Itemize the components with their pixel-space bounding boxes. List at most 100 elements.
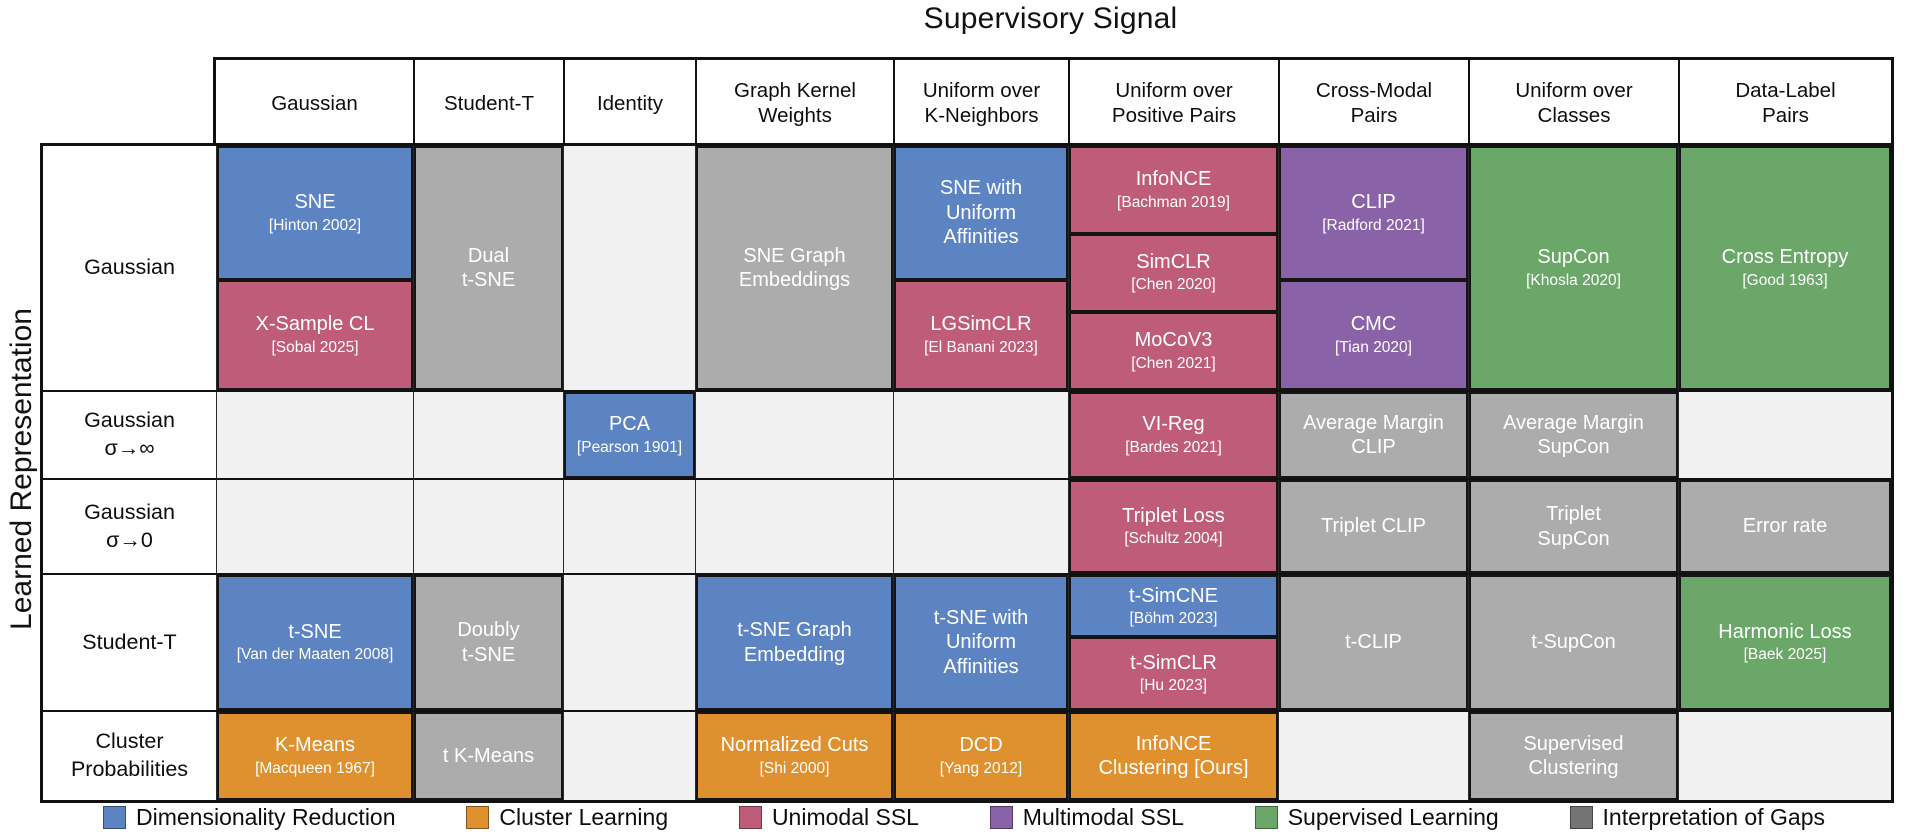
cell-gaussian-data-label-pairs: Cross Entropy[Good 1963] (1678, 146, 1891, 390)
empty-cell (1278, 712, 1468, 800)
legend-item-multimodal-ssl: Multimodal SSL (989, 803, 1184, 831)
method-name: SNE Graph Embeddings (738, 244, 851, 291)
method-name: Doubly t-SNE (457, 619, 520, 666)
legend-label: Interpretation of Gaps (1602, 803, 1825, 830)
column-header-graph-kernel-weights: Graph Kernel Weights (695, 60, 893, 146)
legend-item-unimodal-ssl: Unimodal SSL (738, 804, 919, 831)
method-name: Triplet SupCon (1537, 503, 1610, 550)
method-average-margin-supcon: Average Margin SupCon (1469, 392, 1678, 478)
method-name: t-SNE (288, 620, 342, 643)
method-t-clip: t-CLIP (1279, 575, 1468, 710)
cell-cluster-probabilities-uniform-over-positive-pairs: InfoNCE Clustering [Ours] (1068, 712, 1278, 800)
empty-cell (1678, 392, 1891, 478)
method-t-simclr: t-SimCLR [Hu 2023] (1069, 637, 1278, 710)
method-clip: CLIP [Radford 2021] (1279, 146, 1468, 280)
empty-cell (413, 480, 563, 573)
row-label-gaussian-0: Gaussian σ→0 (43, 480, 216, 573)
cell-student-t-cross-modal-pairs: t-CLIP (1278, 575, 1468, 710)
cell-cluster-probabilities-uniform-over-k-neighbors: DCD[Yang 2012] (893, 712, 1068, 800)
method-name: InfoNCE Clustering [Ours] (1098, 732, 1249, 779)
legend-swatch-dimensionality-reduction (103, 805, 126, 829)
method-citation: [Schultz 2004] (1124, 530, 1223, 548)
method-name: Dual t-SNE (461, 244, 516, 291)
method-name: t-SimCNE (1129, 584, 1218, 607)
cell-gaussian-0-data-label-pairs: Error rate (1678, 480, 1891, 573)
method-citation: [Sobal 2025] (271, 338, 359, 356)
empty-cell (893, 480, 1068, 573)
legend-label: Dimensionality Reduction (136, 803, 396, 830)
method-name: VI-Reg (1142, 413, 1205, 436)
method-name: t-SNE with Uniform Affinities (933, 606, 1029, 678)
method-citation: [Yang 2012] (939, 759, 1023, 777)
method-doubly-t-sne: Doubly t-SNE (414, 575, 563, 710)
method-name: Supervised Clustering (1523, 732, 1624, 779)
empty-cell (413, 392, 563, 478)
column-header-data-label-pairs: Data-Label Pairs (1678, 60, 1891, 146)
method-name: Harmonic Loss (1718, 620, 1852, 643)
method-citation: [Bachman 2019] (1117, 193, 1230, 211)
empty-cell (563, 575, 695, 710)
method-triplet-clip: Triplet CLIP (1279, 480, 1468, 573)
method-sne-with-uniform-affinities: SNE with Uniform Affinities (894, 146, 1068, 280)
method-citation: [Radford 2021] (1322, 216, 1425, 234)
method-name: SNE (294, 191, 336, 214)
empty-cell (1678, 712, 1891, 800)
column-header-uniform-over-classes: Uniform over Classes (1468, 60, 1678, 146)
cell-cluster-probabilities-graph-kernel-weights: Normalized Cuts[Shi 2000] (695, 712, 893, 800)
method-name: InfoNCE (1135, 168, 1212, 191)
method-name: Triplet Loss (1122, 504, 1225, 527)
method-name: K-Means (274, 734, 356, 757)
method-t-sne-graph-embedding: t-SNE Graph Embedding (696, 575, 893, 710)
method-t-simcne: t-SimCNE [Böhm 2023] (1069, 575, 1278, 638)
empty-cell (893, 392, 1068, 478)
method-name: t-SNE Graph Embedding (737, 619, 852, 666)
y-axis-title: Learned Representation (5, 308, 38, 630)
row-label-cluster-probabilities: Cluster Probabilities (43, 712, 216, 800)
method-name: CLIP (1351, 191, 1396, 214)
method-citation: [Böhm 2023] (1129, 609, 1218, 627)
cell-cluster-probabilities-student-t: t K-Means (413, 712, 563, 800)
method-name: Triplet CLIP (1321, 515, 1426, 538)
method-name: SupCon (1537, 246, 1610, 269)
column-header-uniform-over-positive-pairs: Uniform over Positive Pairs (1068, 60, 1278, 146)
method-supervised-clustering: Supervised Clustering (1469, 712, 1678, 800)
method-citation: [Good 1963] (1742, 271, 1828, 289)
legend-label: Multimodal SSL (1022, 803, 1184, 830)
cell-gaussian-uniform-over-classes: SupCon[Khosla 2020] (1468, 146, 1678, 390)
method-triplet-loss: Triplet Loss [Schultz 2004] (1069, 480, 1278, 573)
row-label-gaussian: Gaussian σ→∞ (43, 392, 216, 478)
method-t-sne: t-SNE[Van der Maaten 2008] (217, 575, 413, 710)
method-infonce-clustering-ours: InfoNCE Clustering [Ours] (1069, 712, 1278, 800)
column-header-identity: Identity (563, 60, 695, 146)
method-citation: [Hu 2023] (1139, 677, 1208, 695)
legend-swatch-cluster-learning (466, 805, 490, 829)
method-infonce: InfoNCE [Bachman 2019] (1069, 146, 1278, 234)
method-name: t K-Means (442, 744, 535, 767)
method-name: t-SimCLR (1130, 652, 1217, 675)
method-name: t-CLIP (1345, 631, 1402, 654)
method-supcon: SupCon[Khosla 2020] (1469, 146, 1678, 390)
method-name: PCA (608, 413, 651, 436)
table-row-gaussian: Gaussian σ→∞PCA[Pearson 1901]VI-Reg[Bard… (43, 390, 1891, 478)
empty-cell (216, 480, 413, 573)
legend-swatch-interpretation-of-gaps (1569, 805, 1593, 829)
cell-gaussian-graph-kernel-weights: SNE Graph Embeddings (695, 146, 893, 390)
legend-item-dimensionality-reduction: Dimensionality Reduction (103, 804, 396, 831)
method-cmc: CMC[Tian 2020] (1279, 279, 1468, 390)
method-name: Error rate (1742, 515, 1828, 538)
method-name: CMC (1350, 313, 1397, 336)
empty-cell (695, 480, 893, 573)
column-header-uniform-over-k-neighbors: Uniform over K-Neighbors (893, 60, 1068, 146)
method-sne: SNE[Hinton 2002] (217, 146, 413, 280)
method-name: SimCLR (1136, 250, 1211, 273)
legend-item-interpretation-of-gaps: Interpretation of Gaps (1569, 803, 1825, 831)
legend-item-supervised-learning: Supervised Learning (1254, 804, 1499, 831)
cell-gaussian-uniform-over-positive-pairs: VI-Reg[Bardes 2021] (1068, 392, 1278, 478)
legend-swatch-multimodal-ssl (989, 805, 1013, 829)
cell-student-t-graph-kernel-weights: t-SNE Graph Embedding (695, 575, 893, 710)
